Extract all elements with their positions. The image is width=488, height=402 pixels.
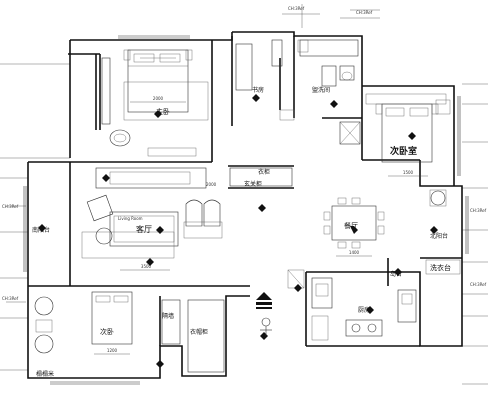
svg-text:CH:3Ref: CH:3Ref: [356, 10, 373, 15]
side-dimension-labels: CH:3Ref CH:3Ref CH:3Ref CH:3Ref CH:3Ref …: [2, 6, 487, 301]
guest-bed-dim: 1200: [107, 348, 118, 353]
label-wardrobe: 衣柜: [258, 168, 270, 176]
sofa-dim: 3500: [141, 264, 152, 269]
heater-box: [429, 189, 447, 207]
label-bathroom: 盥洗间: [312, 86, 330, 94]
right-dimension-lines: [462, 83, 488, 385]
study-shelf: [271, 39, 283, 67]
windows: [23, 35, 469, 385]
kitchen-counter: [311, 315, 329, 341]
label-clothes-cabinet: 衣帽柜: [190, 328, 208, 336]
label-north-balcony: 北阳台: [430, 232, 448, 240]
toilet-bowl: [341, 71, 353, 81]
guest-chair-top: [34, 296, 54, 316]
svg-text:CH:3Ref: CH:3Ref: [288, 6, 305, 11]
burner-left: [351, 323, 361, 333]
label-laundry: 洗衣台: [430, 263, 451, 272]
chairs-pair: [183, 199, 223, 239]
study-desk: [235, 43, 253, 91]
tv-cabinet-dim: 2000: [206, 182, 217, 187]
left-dimension-lines: [0, 63, 70, 371]
clothes-cabinet: [187, 299, 225, 373]
guest-side-table: [35, 319, 53, 333]
label-dining-room: 餐厅: [344, 221, 358, 230]
storage-box: [339, 121, 361, 145]
label-second-bedroom: 次卧室: [390, 145, 417, 157]
label-guest-bedroom: 次卧: [100, 327, 114, 336]
master-rug: [123, 81, 209, 121]
armchair-left: [86, 194, 114, 222]
fridge-inner: [315, 283, 329, 297]
laundry-sink: [425, 259, 461, 275]
sink-basin: [401, 293, 413, 305]
svg-text:CH:3Ref: CH:3Ref: [470, 208, 487, 213]
svg-text:CH:3Ref: CH:3Ref: [2, 296, 19, 301]
partition: [161, 299, 181, 345]
dining-dim: 1400: [349, 250, 360, 255]
kitchen-sink: [397, 289, 417, 323]
label-entrance-cabinet: 玄关柜: [244, 180, 262, 188]
person-icon: [260, 317, 272, 336]
fridge: [311, 277, 333, 309]
entrance-arrow-icon: [256, 292, 272, 309]
top-dimension-lines: [282, 4, 380, 28]
label-master-bedroom: 主卧: [156, 107, 170, 116]
light-fixture-icon: [38, 94, 438, 368]
entrance-cabinet: [229, 167, 293, 187]
master-desk: [147, 147, 197, 157]
label-living-en: Living Room: [118, 216, 143, 221]
sofa: [109, 211, 179, 247]
dining-table: [323, 197, 385, 249]
study-cabinet: [279, 109, 295, 121]
svg-text:CH:3Ref: CH:3Ref: [470, 282, 487, 287]
guest-chair-bottom: [34, 334, 54, 354]
bath-tub: [299, 39, 359, 57]
label-tatami-cabinet: 榻榻米: [36, 370, 54, 378]
burner-right: [367, 323, 377, 333]
second-nightstand: [435, 99, 451, 115]
tv-cabinet: [95, 167, 207, 189]
guest-bed: [91, 291, 133, 345]
label-study: 书房: [252, 86, 264, 94]
washbasin: [321, 65, 337, 87]
master-wardrobe: [101, 57, 111, 125]
living-rug: [81, 231, 175, 259]
master-bed: [123, 49, 193, 113]
walls: [27, 31, 463, 379]
water-heater: [430, 190, 446, 206]
label-living-room: 客厅: [136, 224, 152, 234]
master-bed-dim: 2000: [153, 96, 164, 101]
label-kitchen: 厨房: [358, 306, 370, 314]
second-bed-dim: 1500: [403, 170, 414, 175]
master-armchair: [109, 129, 131, 147]
toilet: [339, 65, 355, 81]
coffee-side-table: [95, 227, 113, 245]
second-wardrobe: [365, 93, 447, 105]
svg-text:CH:3Ref: CH:3Ref: [2, 204, 19, 209]
stove: [345, 319, 383, 337]
bath-shower: [297, 39, 309, 53]
label-partition-wall: 隔墙: [162, 312, 174, 320]
